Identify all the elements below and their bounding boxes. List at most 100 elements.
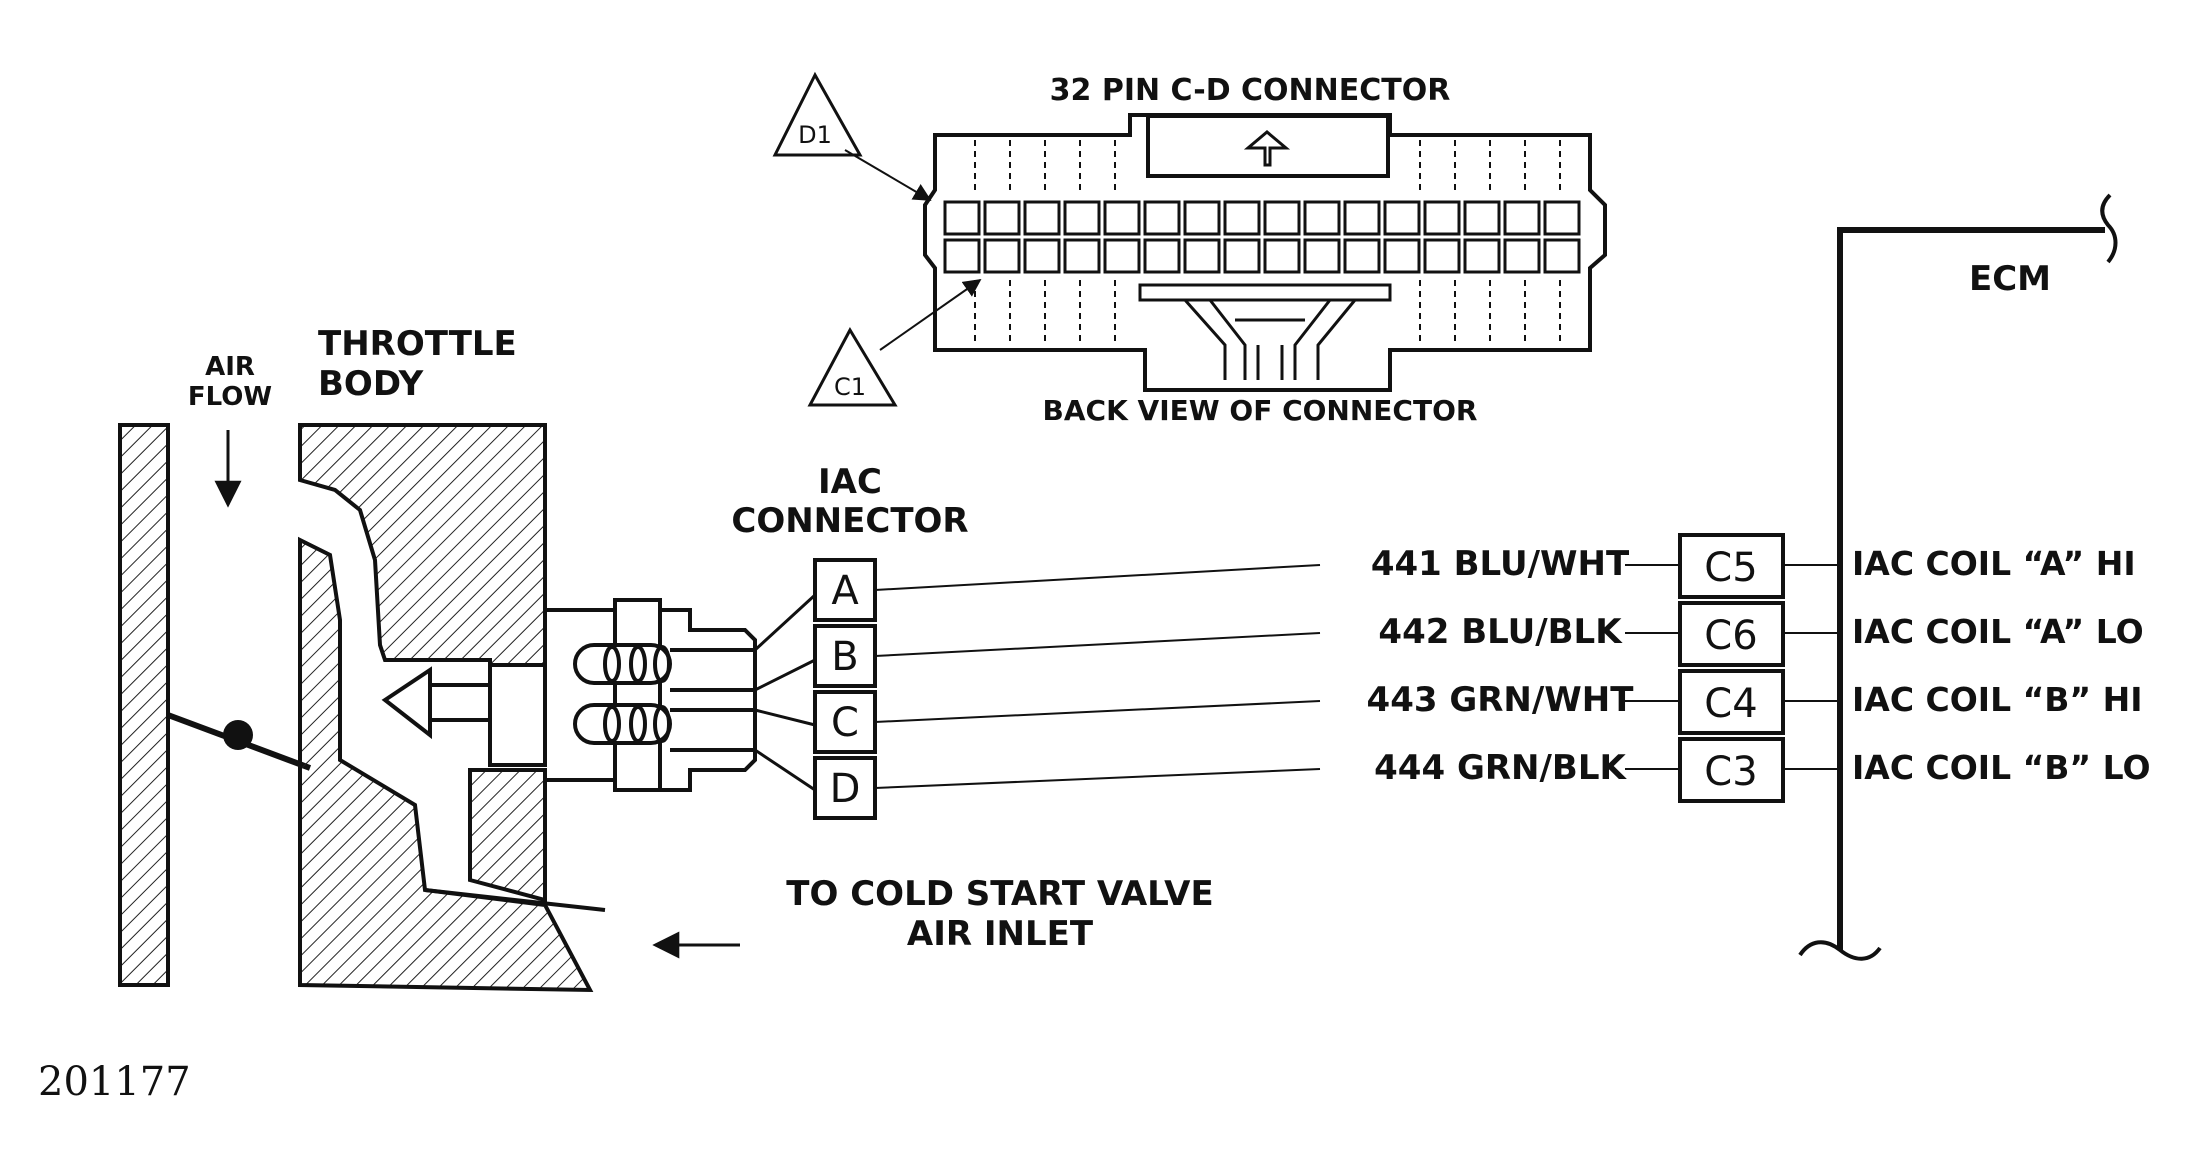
iac-pin-box: [813, 690, 877, 754]
ecm-function-label: IAC COIL “B” LO: [1852, 748, 2151, 787]
pin-cavity: [943, 238, 981, 274]
ecm-pin-box: [1678, 737, 1785, 803]
iac-motor: [545, 598, 757, 792]
pin-cavity-grid: [943, 200, 1581, 274]
wire-circuit-label: 442 BLU/BLK: [1378, 612, 1623, 652]
iac-pin-label: B: [831, 634, 858, 680]
iac-connector-label-1: IAC: [818, 462, 882, 502]
iac-pin-label: A: [831, 568, 859, 614]
figure-number: 201177: [38, 1059, 191, 1105]
callout-d1-label: D1: [798, 121, 832, 149]
pin-cavity: [1463, 238, 1501, 274]
throttle-body-housing-inner: [468, 768, 547, 903]
wire-circuit-label: 443 GRN/WHT: [1367, 680, 1635, 720]
ecm-pin-box: [1678, 669, 1785, 735]
pin-cavity: [1423, 200, 1461, 236]
airflow-label-1: AIR: [205, 352, 255, 382]
ecm-break-top-icon: [2100, 193, 2118, 264]
cold-start-label-2: AIR INLET: [907, 914, 1094, 954]
callout-c1-label: C1: [834, 373, 866, 401]
throttle-bore-wall: [118, 423, 170, 987]
pin-cavity: [1223, 238, 1261, 274]
connector-32pin: 32 PIN C-D CONNECTOR: [772, 71, 1607, 427]
pin-cavity: [1303, 238, 1341, 274]
throttle-body: THROTTLE BODY AIR FLOW: [118, 324, 757, 993]
pin-cavity: [983, 200, 1021, 236]
cold-start-label-1: TO COLD START VALVE: [786, 874, 1213, 914]
iac-pintle-shaft: [428, 683, 492, 722]
pin-cavity: [983, 238, 1021, 274]
pin-cavity: [1063, 238, 1101, 274]
iac-pin-label: D: [830, 766, 861, 812]
wire-line: [874, 564, 1321, 591]
pin-cavity: [1463, 200, 1501, 236]
pin-cavity: [1503, 200, 1541, 236]
pin-cavity: [1543, 200, 1581, 236]
ecm-function-label: IAC COIL “A” HI: [1852, 544, 2136, 583]
connector-32pin-title: 32 PIN C-D CONNECTOR: [1050, 73, 1451, 108]
throttle-body-housing-upper: [298, 423, 547, 667]
throttle-body-label-2: BODY: [318, 364, 424, 404]
ecm-pin-label: C6: [1704, 613, 1757, 659]
iac-pin-box: [813, 756, 877, 820]
iac-valve-base: [488, 663, 547, 767]
callout-d1: D1: [772, 71, 932, 201]
pin-cavity: [1383, 238, 1421, 274]
throttle-body-housing-lower: [298, 536, 594, 993]
ecm-pin-label: C3: [1704, 749, 1757, 795]
pin-cavity: [1143, 200, 1181, 236]
throttle-shaft: [223, 720, 253, 750]
ecm-break-bottom-icon: [1798, 940, 1882, 961]
pin-cavity: [1503, 238, 1541, 274]
pin-cavity: [1183, 238, 1221, 274]
iac-harness: [753, 593, 817, 792]
terminal-guides-top: [974, 140, 1561, 195]
iac-connector-label-2: CONNECTOR: [731, 501, 968, 541]
connector-32pin-caption: BACK VIEW OF CONNECTOR: [1043, 394, 1478, 427]
pin-cavity: [1183, 200, 1221, 236]
ecm-pin-label: C4: [1704, 681, 1757, 727]
throttle-body-label-1: THROTTLE: [318, 324, 517, 364]
pin-cavity: [1143, 238, 1181, 274]
pin-cavity: [943, 200, 981, 236]
pin-cavity: [1383, 200, 1421, 236]
pin-cavity: [1103, 200, 1141, 236]
ecm: ECM: [1798, 193, 2118, 961]
ecm-pin-label: C5: [1704, 545, 1757, 591]
ecm-function-label: IAC COIL “A” LO: [1852, 612, 2144, 651]
pin-cavity: [1023, 200, 1061, 236]
connector-top-latch: [1146, 114, 1390, 178]
pin-cavity: [1263, 200, 1301, 236]
pin-cavity: [1263, 238, 1301, 274]
cold-start-note: TO COLD START VALVE AIR INLET: [652, 874, 1214, 959]
wire-line: [874, 632, 1321, 657]
ecm-function-label: IAC COIL “B” HI: [1852, 680, 2143, 719]
ecm-label: ECM: [1969, 259, 2051, 299]
pin-cavity: [1303, 200, 1341, 236]
pin-cavity: [1223, 200, 1261, 236]
pin-cavity: [1023, 238, 1061, 274]
iac-pintle-icon: [381, 666, 432, 740]
airflow-label-2: FLOW: [188, 382, 272, 412]
wire-line: [874, 700, 1321, 723]
iac-pin-box: [813, 624, 877, 688]
cold-start-passage: [424, 888, 606, 912]
pin-cavity: [1063, 200, 1101, 236]
ecm-pin-box: [1678, 601, 1785, 667]
terminal-guides-bottom: [974, 280, 1561, 345]
callout-c1: C1: [807, 278, 982, 407]
iac-pin-label: C: [831, 700, 859, 746]
pin-cavity: [1343, 200, 1381, 236]
wire-circuit-label: 444 GRN/BLK: [1374, 748, 1627, 788]
pin-cavity: [1103, 238, 1141, 274]
pin-cavity: [1423, 238, 1461, 274]
pin-cavity: [1543, 238, 1581, 274]
pin-cavity: [1343, 238, 1381, 274]
ecm-boundary: [1837, 227, 2105, 950]
wire-line: [874, 768, 1321, 789]
connector-cable-exit: [1138, 283, 1392, 380]
